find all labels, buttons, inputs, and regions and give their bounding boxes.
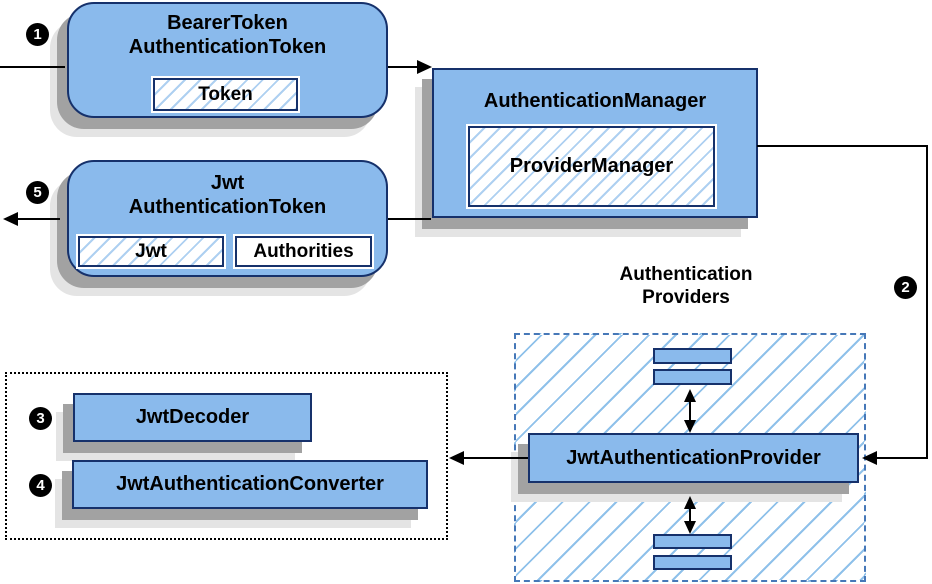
authorities-chip-label: Authorities	[253, 240, 354, 262]
step-5-badge: 5	[26, 181, 49, 204]
jwt-authentication-provider-label: JwtAuthenticationProvider	[566, 446, 821, 469]
other-provider-rect-bottom-1	[653, 534, 732, 549]
step-2-badge: 2	[894, 276, 917, 299]
jwt-authentication-provider-node: JwtAuthenticationProvider	[528, 433, 859, 483]
jwt-chip-label: Jwt	[135, 240, 167, 262]
jwt-decoder-node: JwtDecoder	[73, 393, 312, 442]
jwt-authentication-converter-label: JwtAuthenticationConverter	[116, 473, 384, 495]
jwt-token-title-line1: Jwt	[210, 172, 245, 194]
bearer-token-title: BearerToken AuthenticationToken	[69, 11, 386, 59]
step-3-badge: 3	[29, 407, 52, 430]
authentication-providers-label-line2: Providers	[642, 287, 730, 308]
authorities-chip: Authorities	[235, 236, 372, 267]
provider-manager-label: ProviderManager	[509, 155, 674, 177]
authentication-manager-title: AuthenticationManager	[483, 90, 707, 112]
step-1-badge: 1	[26, 23, 49, 46]
token-chip-label: Token	[198, 83, 253, 105]
other-provider-rect-top-1	[653, 348, 732, 364]
jwt-decoder-label: JwtDecoder	[135, 406, 250, 428]
arrowhead-into-manager	[417, 60, 432, 74]
authentication-providers-label-line1: Authentication	[619, 264, 753, 285]
bearer-token-title-line2: AuthenticationToken	[128, 36, 327, 58]
token-chip: Token	[153, 78, 298, 111]
other-provider-rect-top-2	[653, 369, 732, 385]
jwt-token-title: Jwt AuthenticationToken	[69, 171, 386, 219]
arrowhead-outgoing-left	[3, 212, 18, 226]
bearer-token-title-line1: BearerToken	[167, 12, 288, 34]
jwt-authentication-converter-node: JwtAuthenticationConverter	[72, 460, 428, 509]
jwt-token-title-line2: AuthenticationToken	[128, 196, 327, 218]
jwt-chip: Jwt	[78, 236, 224, 267]
arrowhead-into-converter-frame	[449, 451, 464, 465]
authentication-providers-label: Authentication Providers	[586, 263, 786, 309]
step-4-badge: 4	[29, 474, 52, 497]
other-provider-rect-bottom-2	[653, 555, 732, 570]
provider-manager-chip: ProviderManager	[468, 126, 715, 207]
